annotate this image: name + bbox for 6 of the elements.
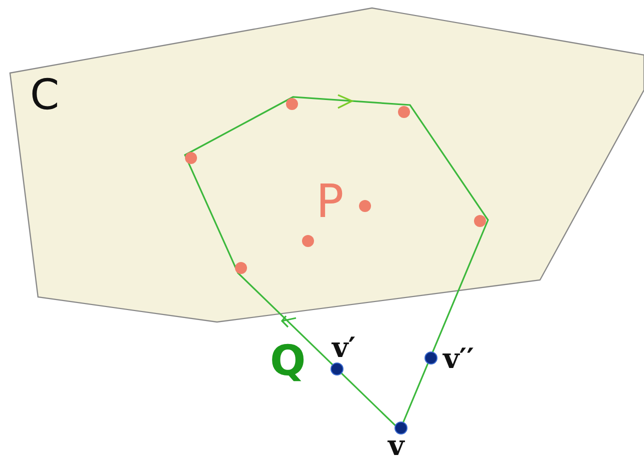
vertex-label: v′′ — [443, 345, 474, 373]
vertex-label: v′ — [332, 334, 356, 362]
vertex-label: v — [388, 432, 404, 460]
path-label: Q — [270, 340, 306, 382]
region-label: C — [30, 74, 60, 116]
point-set-label: P — [316, 178, 344, 224]
